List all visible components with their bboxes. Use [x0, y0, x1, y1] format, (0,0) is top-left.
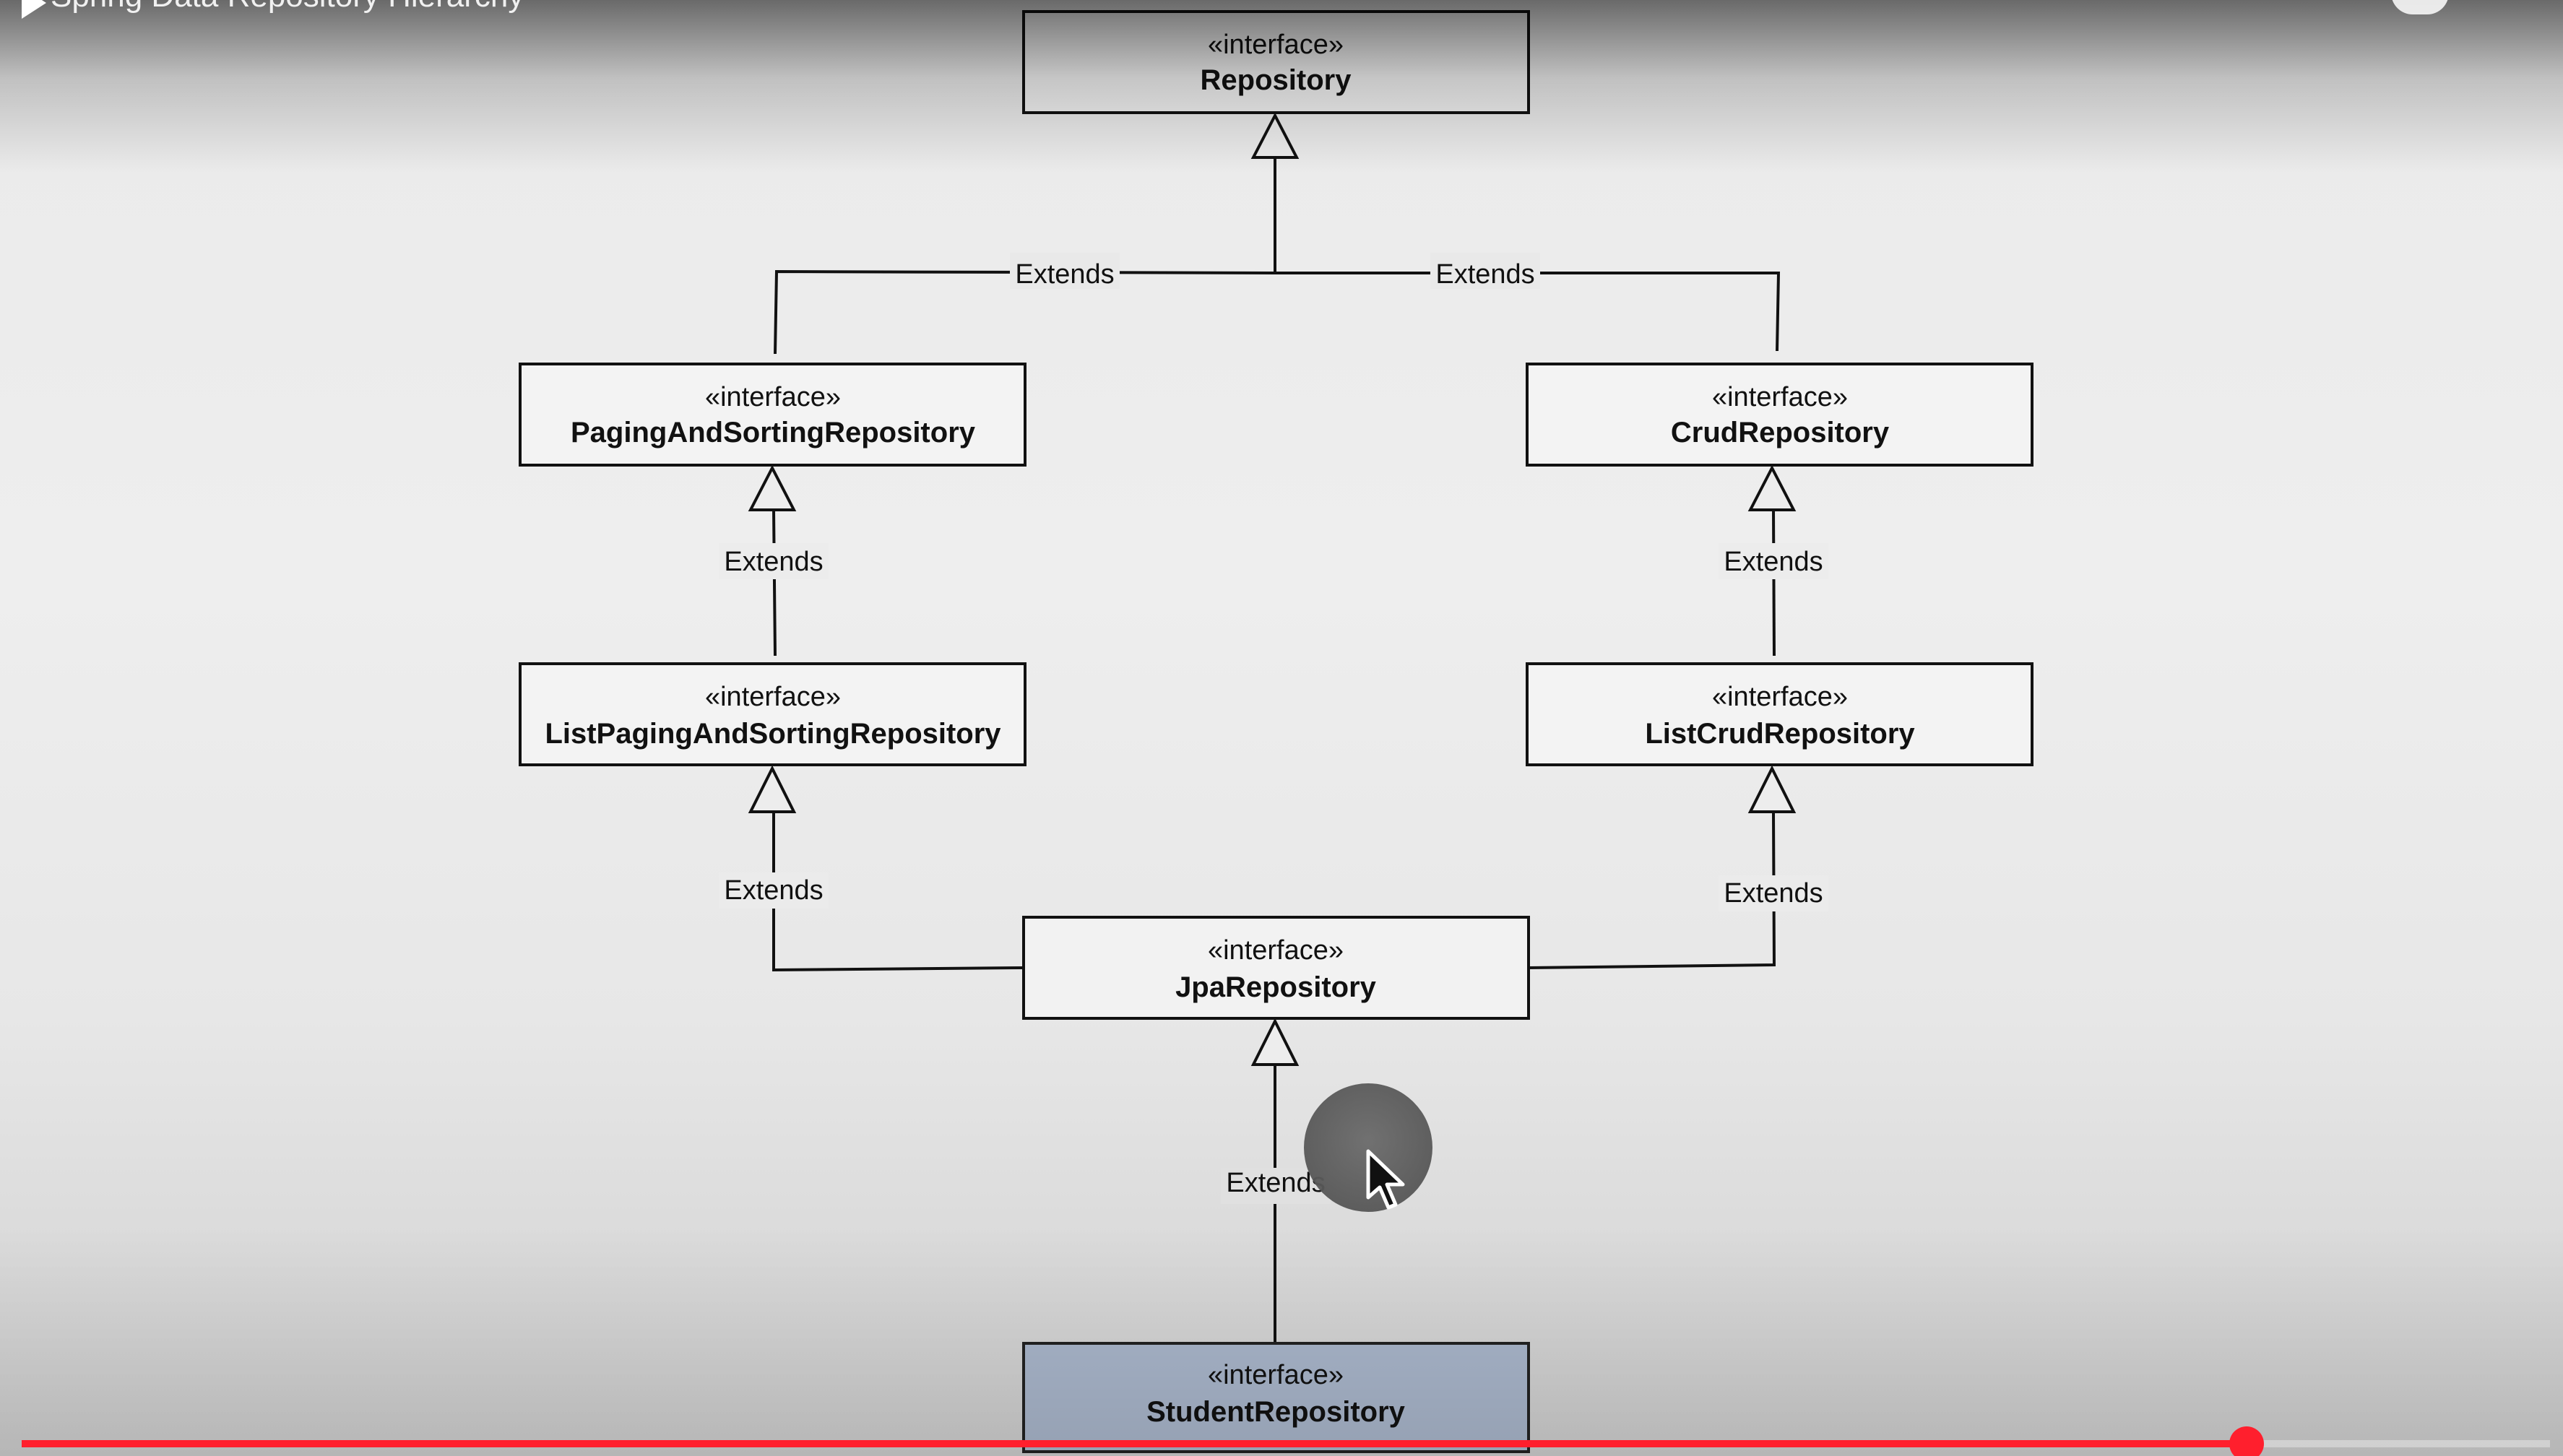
stereotype-label: «interface»	[705, 682, 841, 712]
node-paging-and-sorting[interactable]: «interface» PagingAndSortingRepository	[519, 363, 1027, 467]
player-control-icon[interactable]	[2391, 0, 2449, 14]
stereotype-label: «interface»	[1712, 382, 1848, 412]
node-jpa[interactable]: «interface» JpaRepository	[1022, 916, 1530, 1020]
progress-played	[22, 1440, 2247, 1447]
arrowhead-crud	[1747, 464, 1797, 511]
node-list-paging-and-sorting[interactable]: «interface» ListPagingAndSortingReposito…	[519, 662, 1027, 766]
stereotype-label: «interface»	[705, 382, 841, 412]
node-student[interactable]: «interface» StudentRepository	[1022, 1342, 1530, 1453]
stereotype-label: «interface»	[1712, 682, 1848, 712]
edge-listcrud-to-crud	[1772, 508, 1776, 656]
play-icon[interactable]	[22, 0, 46, 19]
edge-jpa-to-listcrud	[1528, 812, 1776, 969]
node-name-list-paging: ListPagingAndSortingRepository	[545, 718, 1001, 750]
edge-label-left-top: Extends	[1015, 259, 1114, 290]
node-crud[interactable]: «interface» CrudRepository	[1526, 363, 2033, 467]
node-name-jpa: JpaRepository	[1175, 971, 1377, 1003]
edge-label-right-low: Extends	[1724, 878, 1823, 909]
arrowhead-jpa	[1250, 1018, 1300, 1066]
arrowhead-repository	[1250, 112, 1300, 159]
edge-label-left-mid: Extends	[724, 547, 823, 577]
node-name-list-crud: ListCrudRepository	[1645, 718, 1915, 750]
edge-listpaging-to-paging	[772, 508, 777, 656]
progress-scrubber[interactable]	[2229, 1426, 2264, 1456]
edge-label-right-mid: Extends	[1724, 547, 1823, 577]
edge-jpa-to-listpaging	[772, 812, 1025, 972]
stereotype-label: «interface»	[1208, 1360, 1344, 1390]
node-name-repository: Repository	[1201, 64, 1352, 96]
video-title[interactable]: Spring Data Repository Hierarchy	[51, 0, 917, 14]
stereotype-label: «interface»	[1208, 935, 1344, 966]
arrowhead-listcrud	[1747, 765, 1797, 813]
edge-label-left-low: Extends	[724, 875, 823, 906]
edge-labels: Extends Extends Extends Extends Extends …	[719, 253, 1828, 1204]
stereotype-label: «interface»	[1208, 30, 1344, 60]
edge-label-right-top: Extends	[1435, 259, 1534, 290]
arrowhead-listpaging	[748, 765, 797, 813]
node-name-student: StudentRepository	[1146, 1396, 1406, 1428]
node-list-crud[interactable]: «interface» ListCrudRepository	[1526, 662, 2033, 766]
node-name-crud: CrudRepository	[1671, 417, 1890, 448]
arrowhead-paging	[748, 464, 797, 511]
node-repository[interactable]: «interface» Repository	[1022, 10, 1530, 114]
node-name-paging: PagingAndSortingRepository	[571, 417, 976, 448]
mouse-pointer-icon	[1366, 1149, 1405, 1210]
